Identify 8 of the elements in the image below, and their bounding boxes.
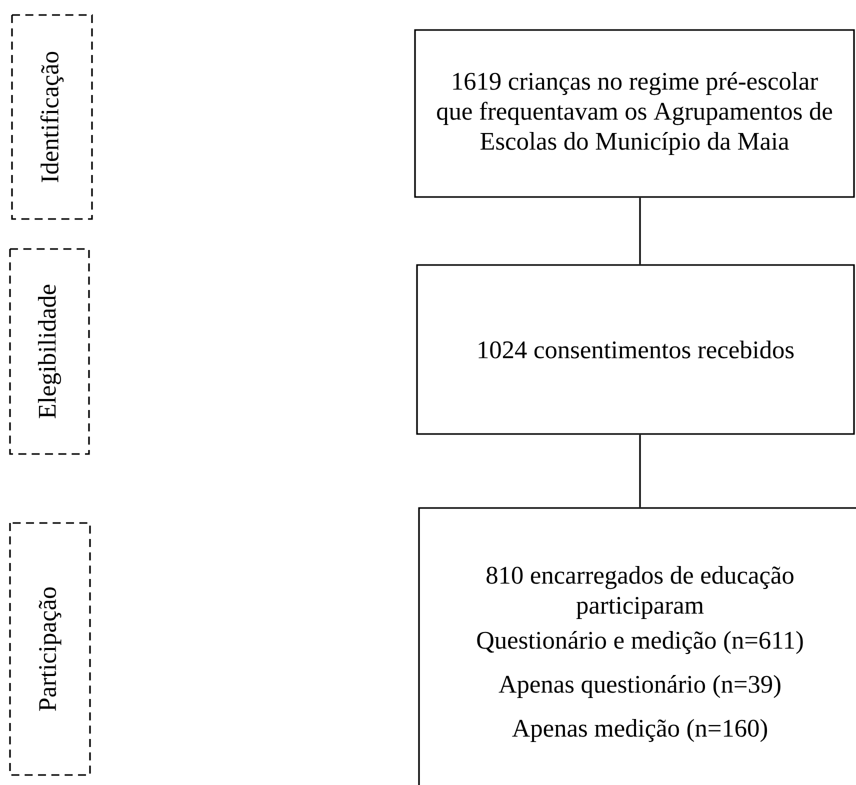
phase-label-box: Elegibilidade — [9, 248, 90, 455]
phase-label-box: Participação — [9, 522, 91, 776]
connector-line — [639, 434, 641, 508]
phase-label-box: Identificação — [11, 14, 93, 220]
connector-line — [639, 198, 641, 264]
process-box: 1619 crianças no regime pré-escolar que frequentavam os Agrupamentos de Escolas do Município da Maia — [414, 29, 855, 198]
process-box: 1024 consentimentos recebidos — [416, 264, 855, 435]
process-box: 810 encarregados de educação participaram Questionário e medição (n=611) Apenas questionário (n=39) Apenas medição (n=160) — [418, 507, 856, 785]
